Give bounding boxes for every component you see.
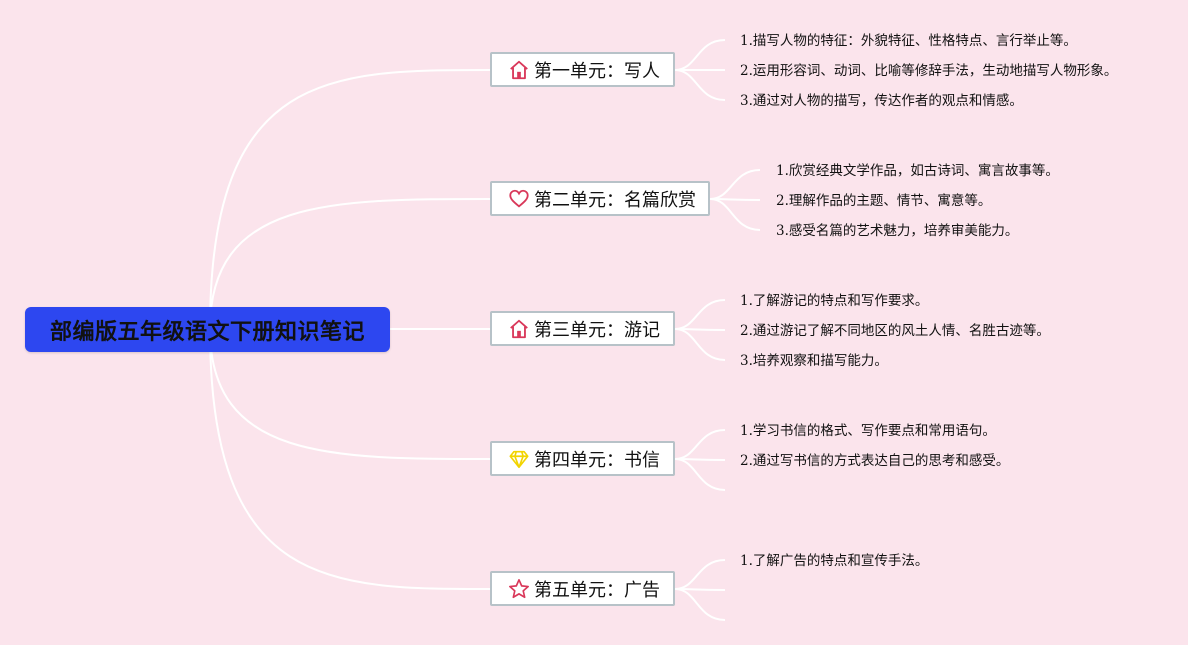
unit-2-item-2: 2.理解作品的主题、情节、寓意等。: [776, 193, 992, 209]
unit-4-item-1: 1.学习书信的格式、写作要点和常用语句。: [740, 423, 996, 439]
heart-icon: [508, 188, 530, 210]
unit-1-node[interactable]: 第一单元：写人: [490, 52, 675, 87]
unit-1-item-1: 1.描写人物的特征：外貌特征、性格特点、言行举止等。: [740, 33, 1077, 49]
unit-4-item-2: 2.通过写书信的方式表达自己的思考和感受。: [740, 453, 1010, 469]
unit-3-title: 第三单元：游记: [534, 319, 660, 341]
unit-to-item-connector: [674, 458, 726, 491]
unit-to-item-connector: [674, 559, 726, 590]
root-to-unit-connector: [209, 328, 491, 590]
unit-4-title: 第四单元：书信: [534, 449, 660, 471]
unit-2-item-1: 1.欣赏经典文学作品，如古诗词、寓言故事等。: [776, 163, 1059, 179]
diamond-icon: [508, 448, 530, 470]
root-to-unit-connector: [209, 198, 491, 330]
unit-5-item-1: 1.了解广告的特点和宣传手法。: [740, 553, 929, 569]
unit-5-node[interactable]: 第五单元：广告: [490, 571, 675, 606]
unit-1-item-2: 2.运用形容词、动词、比喻等修辞手法，生动地描写人物形象。: [740, 63, 1118, 79]
star-icon: [508, 578, 530, 600]
unit-to-item-connector: [709, 169, 761, 200]
unit-to-item-connector: [674, 299, 726, 330]
home-icon: [508, 59, 530, 81]
unit-2-node[interactable]: 第二单元：名篇欣赏: [490, 181, 710, 216]
unit-4-node[interactable]: 第四单元：书信: [490, 441, 675, 476]
unit-to-item-connector: [674, 429, 726, 460]
root-title: 部编版五年级语文下册知识笔记: [49, 319, 365, 345]
root-to-unit-connector: [209, 69, 491, 330]
unit-2-item-3: 3.感受名篇的艺术魅力，培养审美能力。: [776, 223, 1019, 239]
unit-to-item-connector: [674, 328, 726, 361]
unit-to-item-connector: [674, 588, 726, 621]
root-to-unit-connector: [209, 328, 491, 460]
unit-3-item-1: 1.了解游记的特点和写作要求。: [740, 293, 929, 309]
root-topic[interactable]: 部编版五年级语文下册知识笔记: [25, 307, 390, 352]
unit-3-item-2: 2.通过游记了解不同地区的风土人情、名胜古迹等。: [740, 323, 1050, 339]
unit-to-item-connector: [674, 69, 726, 101]
unit-3-node[interactable]: 第三单元：游记: [490, 311, 675, 346]
unit-to-item-connector: [674, 39, 726, 71]
unit-to-item-connector: [709, 198, 761, 231]
unit-1-title: 第一单元：写人: [534, 60, 660, 82]
unit-5-title: 第五单元：广告: [534, 579, 660, 601]
unit-3-item-3: 3.培养观察和描写能力。: [740, 353, 888, 369]
unit-1-item-3: 3.通过对人物的描写，传达作者的观点和情感。: [740, 93, 1023, 109]
home-icon: [508, 318, 530, 340]
unit-2-title: 第二单元：名篇欣赏: [534, 189, 696, 211]
